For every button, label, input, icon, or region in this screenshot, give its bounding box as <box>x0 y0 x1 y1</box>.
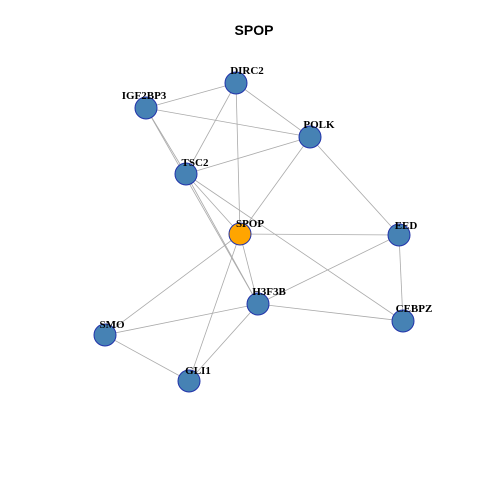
node-circle-smo[interactable] <box>93 323 117 347</box>
node-gli1[interactable]: GLI1 <box>177 365 211 393</box>
node-dirc2[interactable]: DIRC2 <box>224 65 264 95</box>
graph-title: SPOP <box>235 22 274 38</box>
edge-dirc2-tsc2 <box>185 82 237 175</box>
edge-eed-cebpz <box>398 234 404 322</box>
edge-tsc2-h3f3b <box>185 173 259 305</box>
node-label-dirc2: DIRC2 <box>230 65 264 77</box>
node-spop[interactable]: SPOP <box>228 218 264 246</box>
edge-spop-smo <box>104 233 241 336</box>
node-circle-tsc2[interactable] <box>174 162 198 186</box>
node-circle-spop[interactable] <box>228 222 252 246</box>
edge-tsc2-spop <box>185 173 241 235</box>
node-label-tsc2: TSC2 <box>182 157 209 169</box>
node-circle-h3f3b[interactable] <box>246 292 270 316</box>
node-label-polk: POLK <box>303 119 335 131</box>
edge-h3f3b-smo <box>104 303 259 336</box>
node-circle-igf2bp3[interactable] <box>134 96 158 120</box>
node-label-eed: EED <box>395 220 418 232</box>
node-label-gli1: GLI1 <box>185 365 211 377</box>
node-circle-dirc2[interactable] <box>224 71 248 95</box>
edge-eed-h3f3b <box>257 234 400 305</box>
node-igf2bp3[interactable]: IGF2BP3 <box>122 90 167 120</box>
node-eed[interactable]: EED <box>387 220 418 247</box>
edge-polk-eed <box>309 136 400 236</box>
node-circle-gli1[interactable] <box>177 369 201 393</box>
edge-spop-eed <box>239 233 400 236</box>
node-label-igf2bp3: IGF2BP3 <box>122 90 167 102</box>
edge-dirc2-igf2bp3 <box>145 82 237 109</box>
node-circle-polk[interactable] <box>298 125 322 149</box>
edge-igf2bp3-h3f3b <box>145 107 259 305</box>
edge-layer <box>104 82 404 382</box>
edge-h3f3b-cebpz <box>257 303 404 322</box>
edge-polk-spop <box>239 136 311 235</box>
node-label-cebpz: CEBPZ <box>396 303 433 315</box>
edge-tsc2-polk <box>185 136 311 175</box>
node-cebpz[interactable]: CEBPZ <box>391 303 433 333</box>
node-smo[interactable]: SMO <box>93 319 125 347</box>
edge-igf2bp3-polk <box>145 107 311 138</box>
edge-dirc2-polk <box>235 82 311 138</box>
node-tsc2[interactable]: TSC2 <box>174 157 209 186</box>
edge-tsc2-cebpz <box>185 173 404 322</box>
node-label-smo: SMO <box>99 319 125 331</box>
edge-spop-h3f3b <box>239 233 259 305</box>
node-circle-eed[interactable] <box>387 223 411 247</box>
node-circle-cebpz[interactable] <box>391 309 415 333</box>
edge-h3f3b-gli1 <box>188 303 259 382</box>
edge-smo-gli1 <box>104 334 190 382</box>
node-label-h3f3b: H3F3B <box>252 286 286 298</box>
node-label-spop: SPOP <box>236 218 264 230</box>
node-polk[interactable]: POLK <box>298 119 335 149</box>
edge-spop-gli1 <box>188 233 241 382</box>
node-h3f3b[interactable]: H3F3B <box>246 286 286 316</box>
